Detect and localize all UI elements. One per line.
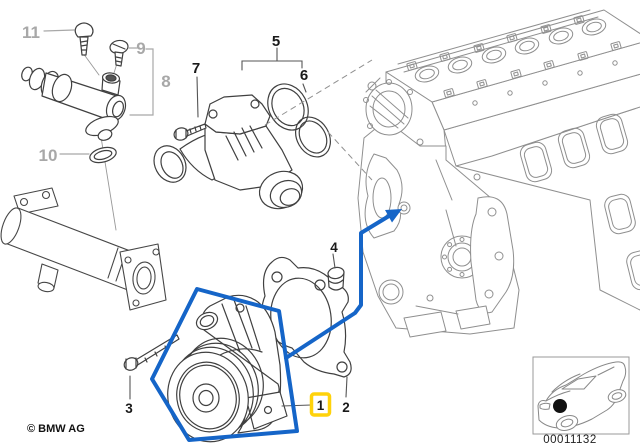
diagram-number: 00011132 [543, 434, 596, 446]
plug-4-drawing [327, 266, 345, 291]
highlight-polygon-and-arrow [150, 209, 402, 442]
bolt-3-head [123, 357, 139, 371]
copyright-text: © BMW AG [27, 423, 85, 435]
part-location-dot [553, 399, 567, 413]
leader-lines [43, 29, 348, 407]
highlight-leader-line [284, 214, 391, 360]
oil-fitting-assembly-drawing [21, 22, 129, 231]
callout-10[interactable]: 10 [39, 146, 58, 165]
callout-8[interactable]: 8 [161, 72, 170, 91]
projection-dashed-lines [264, 59, 373, 181]
bolt-3-shaft [133, 334, 180, 367]
callout-6[interactable]: 6 [300, 67, 308, 84]
highlight-polygon [150, 287, 299, 442]
callout-2[interactable]: 2 [342, 400, 350, 415]
callout-11[interactable]: 11 [22, 23, 40, 42]
water-pump-drawing [123, 294, 288, 443]
bolt-7-shaft [185, 123, 207, 137]
callout-labels: 11 9 8 10 7 5 6 4 3 2 1 [22, 23, 350, 417]
callout-4[interactable]: 4 [330, 240, 338, 255]
callout-1[interactable]: 1 [317, 398, 325, 413]
bolt-7-head [173, 127, 189, 141]
callout-5[interactable]: 5 [272, 33, 280, 50]
bolt-11-head [74, 22, 94, 38]
callout-7[interactable]: 7 [192, 60, 200, 77]
gasket-6-drawing [267, 83, 331, 158]
thermostat-housing-drawing [153, 94, 304, 210]
callout-9[interactable]: 9 [136, 39, 145, 58]
engine-block-drawing [357, 9, 640, 338]
car-thumbnail: 00011132 [532, 356, 630, 446]
o-ring-10 [89, 146, 117, 164]
egr-cooler-drawing [0, 187, 167, 311]
arrow-head-icon [385, 209, 402, 223]
bmw-coupe-icon [537, 361, 627, 431]
highlighted-callout-box[interactable] [309, 392, 332, 417]
callout-3[interactable]: 3 [125, 401, 133, 416]
